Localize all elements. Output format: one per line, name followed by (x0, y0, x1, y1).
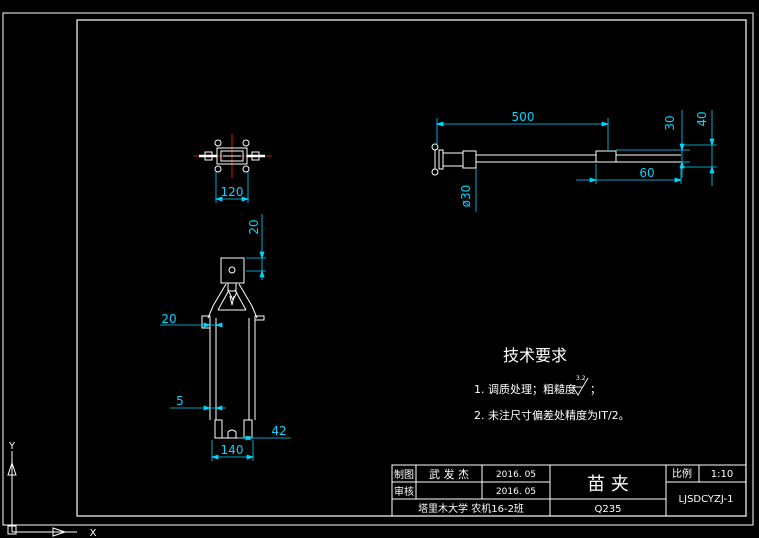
title-part-name: 苗 夹 (587, 474, 629, 495)
left-foot (214, 419, 223, 439)
title-draw-label: 制图 (394, 468, 414, 481)
notes-heading: 技术要求 (503, 346, 567, 365)
title-school: 塔里木大学 农机16-2班 (418, 502, 524, 515)
title-check-date: 2016. 05 (496, 487, 536, 497)
notes-line-1: 1. 调质处理；粗糙度 (474, 382, 576, 396)
inner-frame (76, 19, 747, 517)
title-check-label: 审核 (394, 485, 414, 498)
dim-120 (214, 172, 250, 203)
title-material: Q235 (595, 504, 622, 515)
dim-label-120: 120 (221, 185, 244, 199)
title-block (391, 464, 747, 517)
right-foot (243, 419, 253, 439)
drawing-border (2, 12, 754, 526)
dim-label-5: 5 (176, 394, 184, 408)
title-scale-value: 1:10 (711, 469, 733, 480)
side-view[interactable] (431, 143, 681, 176)
top-block (220, 257, 245, 284)
dim-label-500: 500 (512, 110, 535, 124)
dim-label-140: 140 (221, 443, 244, 457)
dim-label-20-side: 20 (161, 312, 176, 326)
ucs-x-label: X (90, 528, 97, 538)
title-drawing-number: LJSDCYZJ-1 (679, 494, 734, 505)
front-dims (160, 214, 291, 461)
dim-label-60: 60 (639, 166, 654, 180)
ucs-icon[interactable] (7, 451, 77, 537)
title-draw-date: 2016. 05 (496, 470, 536, 480)
title-draw-name: 武 发 杰 (429, 467, 469, 481)
ucs-y-label: Y (8, 441, 16, 452)
roughness-symbol-icon (572, 377, 589, 396)
dim-label-40: 40 (695, 111, 709, 126)
top-view[interactable] (193, 134, 272, 178)
notes-line-2: 2. 未注尺寸偏差处精度为IT/2。 (474, 408, 630, 422)
side-dims (435, 110, 717, 212)
dim-label-20-vertical: 20 (247, 219, 261, 234)
dim-label-diameter-30: ø30 (459, 185, 473, 208)
dim-label-42: 42 (271, 424, 286, 438)
roughness-value: 3.2 (576, 375, 586, 382)
title-scale-label: 比例 (672, 467, 692, 480)
front-view[interactable] (201, 257, 265, 439)
spring-arms (207, 283, 258, 319)
dim-label-30: 30 (663, 115, 677, 130)
notes-line-1-end: ； (590, 383, 601, 396)
outer-frame (2, 12, 754, 526)
